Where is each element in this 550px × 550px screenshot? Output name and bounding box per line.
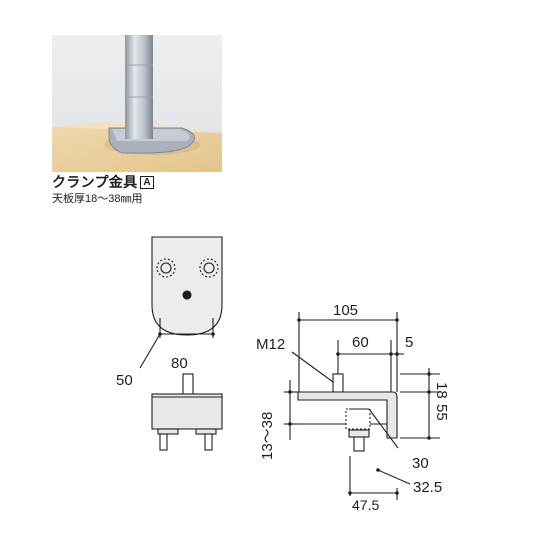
label-pad-dia: 30 xyxy=(412,455,429,472)
label-side-length: 105 xyxy=(333,302,358,319)
label-screw-pos: 47.5 xyxy=(352,497,379,513)
label-front-height: 80 xyxy=(171,355,188,372)
label-front-width: 50 xyxy=(116,372,133,389)
dim-47-5 xyxy=(349,456,398,500)
dim-30 xyxy=(349,408,399,449)
label-bolt-offset: 60 xyxy=(352,334,369,351)
dim-105 xyxy=(298,312,398,392)
product-photo xyxy=(52,35,222,172)
dimension-ticks xyxy=(158,318,431,495)
label-top-thickness: 18 xyxy=(433,382,450,399)
label-clamp-depth: 55 xyxy=(433,404,450,421)
dim-32-5 xyxy=(377,469,411,485)
label-gap: 5 xyxy=(405,334,413,351)
label-pad-offset: 32.5 xyxy=(413,479,442,496)
dim-18 xyxy=(400,368,440,438)
product-name: クランプ金具 xyxy=(52,174,138,190)
front-view-body xyxy=(151,373,223,451)
dim-13-38 xyxy=(284,380,298,440)
dim-m12-leader xyxy=(291,351,334,383)
side-view-body xyxy=(297,373,398,452)
front-view-plate xyxy=(151,236,223,336)
product-subtitle: 天板厚18〜38㎜用 xyxy=(52,193,143,205)
label-thread: M12 xyxy=(256,336,285,353)
label-clamp-range: 13〜38 xyxy=(259,412,276,460)
variant-badge: A xyxy=(140,176,154,189)
